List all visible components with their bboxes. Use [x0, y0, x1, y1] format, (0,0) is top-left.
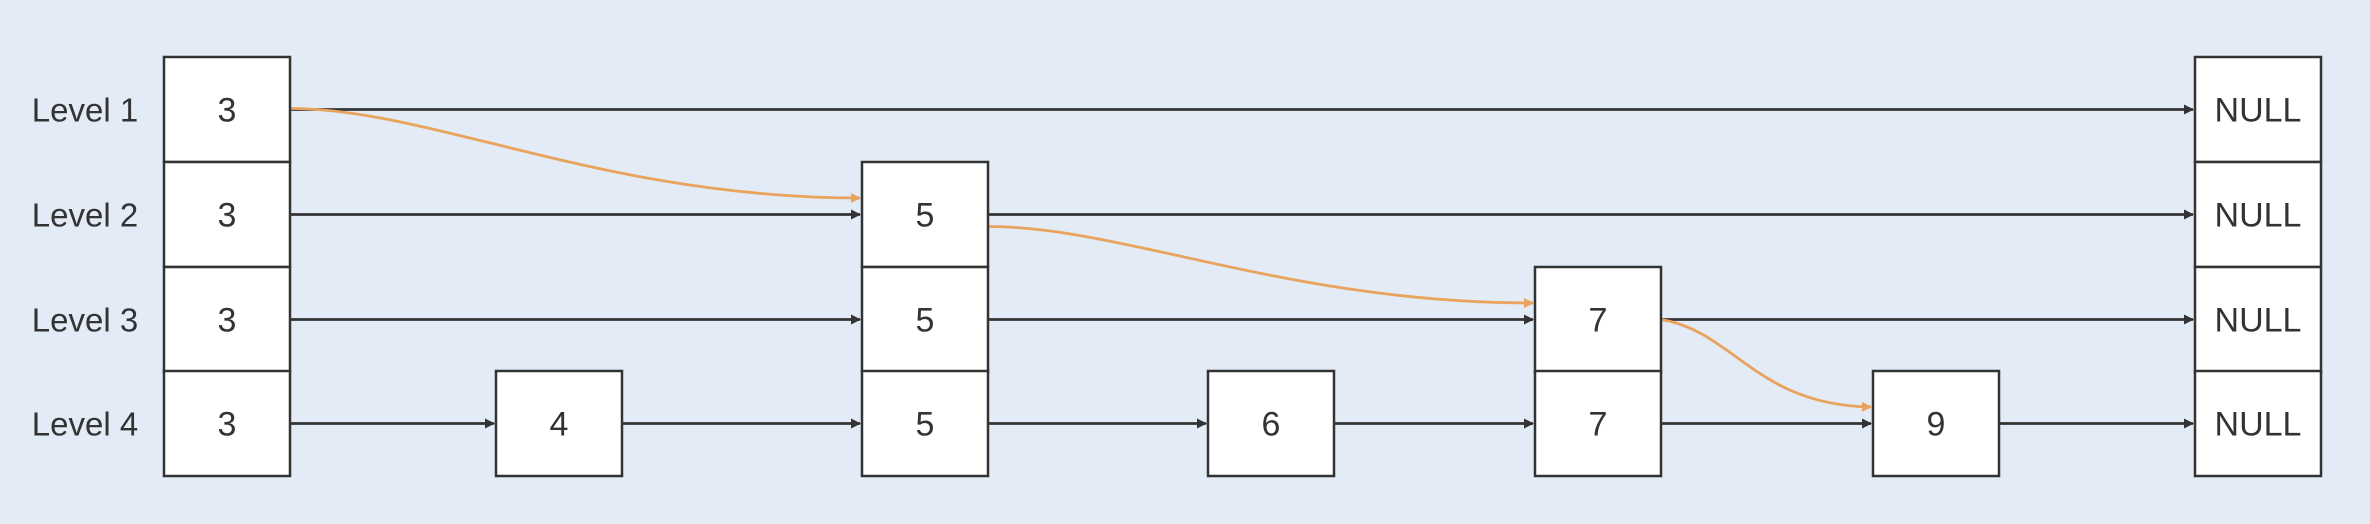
- node-value: NULL: [2215, 197, 2302, 235]
- node-3-level-3: 3: [162, 265, 292, 374]
- node-null-level-2: NULL: [2193, 160, 2323, 269]
- node-5-level-2: 5: [860, 160, 990, 269]
- node-value: 9: [1927, 406, 1946, 444]
- node-null-level-4: NULL: [2193, 369, 2323, 478]
- node-box: [1533, 265, 1663, 374]
- search-path-segment-2: [987, 225, 1534, 308]
- node-box: [162, 160, 292, 269]
- node-5-level-3: 5: [860, 265, 990, 374]
- node-4-level-4: 4: [494, 369, 624, 478]
- node-value: 4: [550, 406, 569, 444]
- level-label-3: Level 3: [32, 302, 138, 339]
- node-7-level-4: 7: [1533, 369, 1663, 478]
- node-3-level-4: 3: [162, 369, 292, 478]
- node-value: 5: [916, 406, 935, 444]
- level-label-2: Level 2: [32, 197, 138, 234]
- node-box: [1533, 369, 1663, 478]
- node-value: NULL: [2215, 406, 2302, 444]
- level-label-4: Level 4: [32, 406, 138, 443]
- node-box: [2193, 369, 2323, 478]
- node-box: [494, 369, 624, 478]
- node-value: 7: [1589, 302, 1608, 340]
- node-3-level-2: 3: [162, 160, 292, 269]
- node-6-level-4: 6: [1206, 369, 1336, 478]
- level-label-1: Level 1: [32, 92, 138, 129]
- node-value: 5: [916, 197, 935, 235]
- node-box: [2193, 55, 2323, 164]
- node-value: 7: [1589, 406, 1608, 444]
- node-box: [1206, 369, 1336, 478]
- node-5-level-4: 5: [860, 369, 990, 478]
- node-box: [162, 55, 292, 164]
- node-9-level-4: 9: [1871, 369, 2001, 478]
- search-path-segment-3: [1660, 318, 1872, 412]
- node-value: 3: [218, 302, 237, 340]
- node-box: [860, 369, 990, 478]
- node-value: NULL: [2215, 92, 2302, 130]
- search-path-segment-1: [289, 107, 861, 203]
- node-box: [2193, 265, 2323, 374]
- node-value: 5: [916, 302, 935, 340]
- level-labels: Level 1 Level 2 Level 3 Level 4: [32, 92, 138, 443]
- node-value: 3: [218, 197, 237, 235]
- node-box: [1871, 369, 2001, 478]
- node-value: 3: [218, 406, 237, 444]
- search-path-layer: [289, 107, 1872, 412]
- node-box: [162, 369, 292, 478]
- node-value: NULL: [2215, 302, 2302, 340]
- node-3-level-1: 3: [162, 55, 292, 164]
- node-null-level-1: NULL: [2193, 55, 2323, 164]
- node-7-level-3: 7: [1533, 265, 1663, 374]
- node-box: [860, 160, 990, 269]
- node-value: 6: [1262, 406, 1281, 444]
- links-layer: [290, 104, 2194, 429]
- node-null-level-3: NULL: [2193, 265, 2323, 374]
- node-value: 3: [218, 92, 237, 130]
